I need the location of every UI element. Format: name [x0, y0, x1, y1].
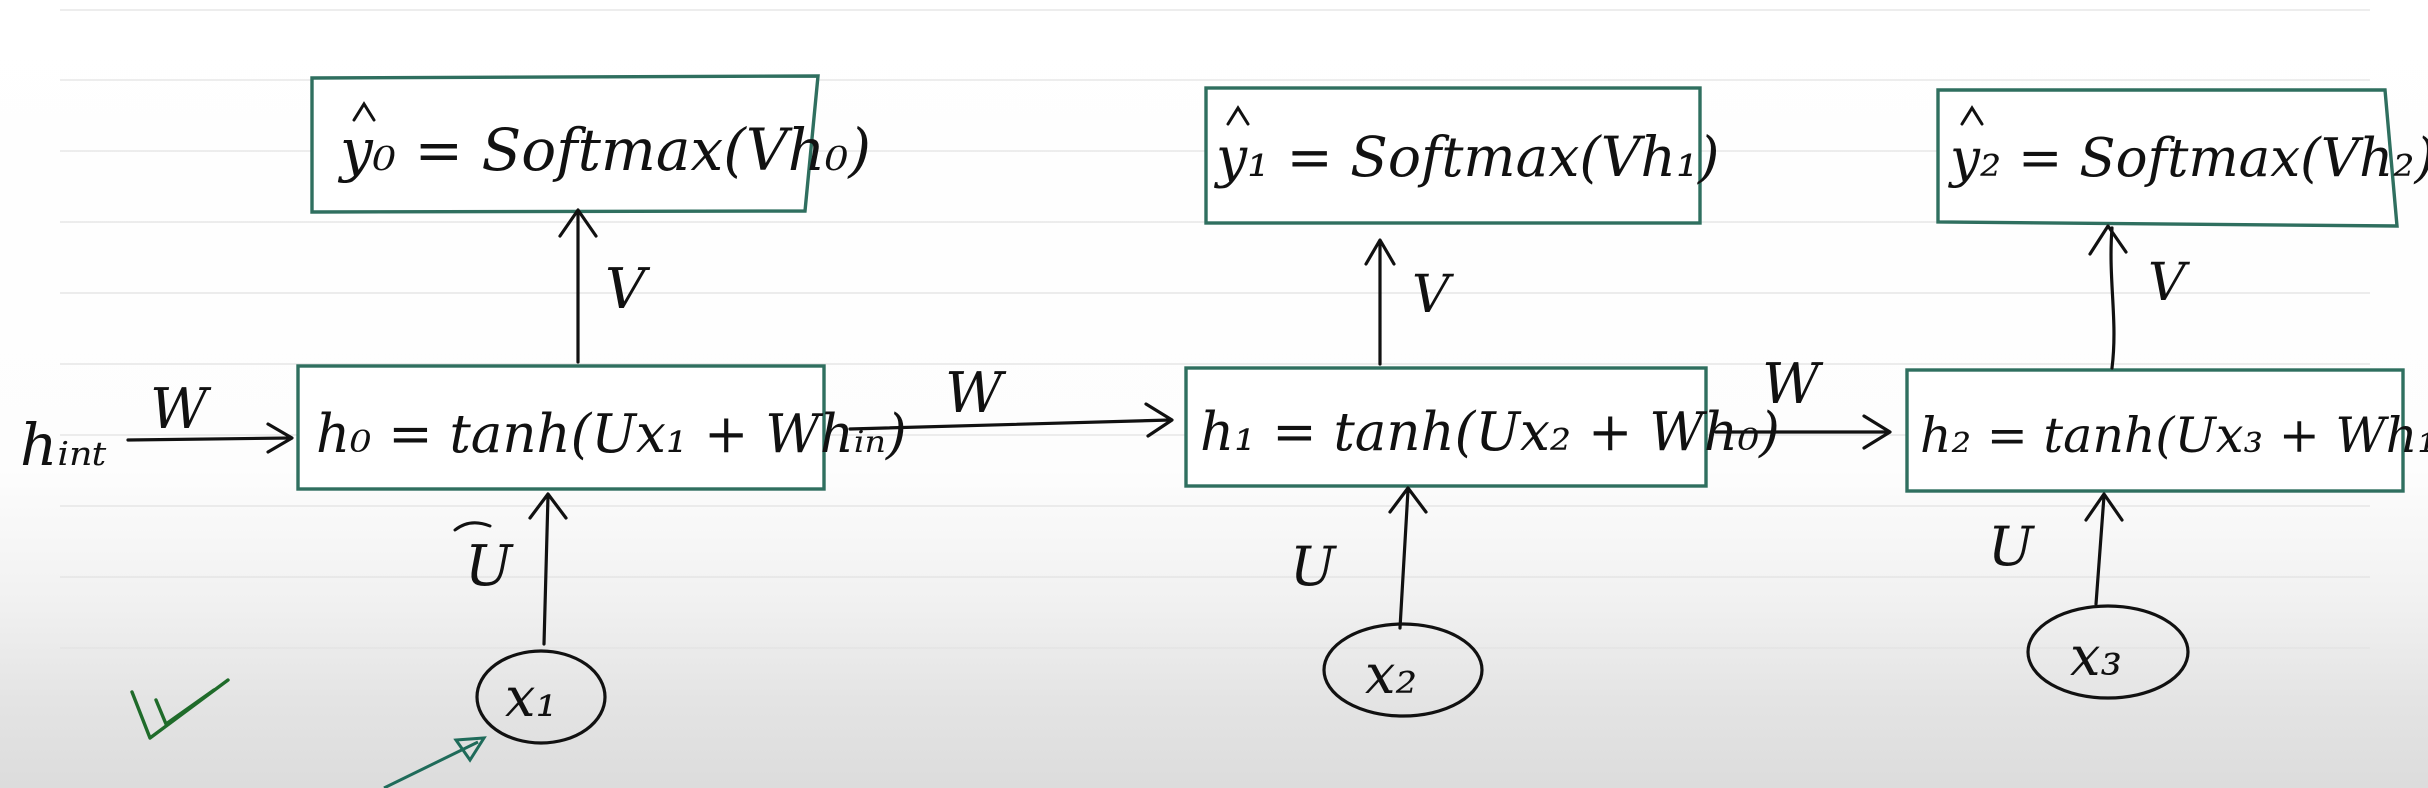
output-box-1: y₁ = Softmax(Vh₁)	[1204, 86, 1720, 225]
hidden-box-1: h₁ = tanh(Ux₂ + Wh₀)	[1184, 366, 1780, 488]
v-arrow-1: V	[1364, 238, 1454, 366]
hat-mark	[352, 101, 376, 122]
input-node-2: x₃	[2026, 604, 2190, 700]
checkmark-annotation	[130, 678, 230, 740]
u-arrow-2: U	[1988, 492, 2124, 606]
output-formula-1: y₁ = Softmax(Vh₁)	[1213, 125, 1720, 189]
output-formula-0: y₀ = Softmax(Vh₀)	[337, 116, 871, 184]
output-box-2: y₂ = Softmax(Vh₂)	[1936, 88, 2428, 228]
v-arrow-0: V	[558, 208, 651, 364]
input-label-0: x₁	[505, 666, 557, 729]
u-weight-label: U	[465, 534, 514, 599]
hidden-formula-1: h₁ = tanh(Ux₂ + Wh₀)	[1200, 402, 1780, 463]
hidden-box-0: h₀ = tanh(Ux₁ + Whᵢₙ)	[296, 364, 907, 491]
initial-hidden-state-label: hᵢₙₜ	[20, 411, 107, 479]
w-weight-label: W	[945, 361, 1007, 426]
u-weight-label: U	[1290, 535, 1337, 598]
w-weight-label: W	[150, 377, 212, 442]
hat-mark	[1960, 105, 1984, 126]
u-arrow-1: U	[1290, 486, 1428, 630]
v-arrow-2: V	[2088, 224, 2190, 370]
u-weight-label: U	[1988, 515, 2035, 578]
pointer-arrow	[383, 736, 487, 788]
input-node-1: x₂	[1322, 622, 1484, 718]
w-arrow-1-2: W	[1714, 352, 1892, 450]
input-label-2: x₃	[2070, 625, 2122, 688]
output-box-0: y₀ = Softmax(Vh₀)	[310, 74, 871, 214]
w-arrow-0-1: W	[848, 361, 1174, 438]
input-node-0: x₁	[475, 649, 607, 745]
hidden-formula-0: h₀ = tanh(Ux₁ + Whᵢₙ)	[316, 404, 907, 465]
input-label-1: x₂	[1365, 643, 1417, 706]
hidden-box-2: h₂ = tanh(Ux₃ + Wh₁)	[1905, 368, 2428, 493]
output-formula-2: y₂ = Softmax(Vh₂)	[1948, 128, 2428, 189]
v-weight-label: V	[605, 257, 651, 322]
breve-mark	[453, 521, 492, 532]
w-weight-label: W	[1762, 352, 1824, 417]
hat-mark	[1226, 105, 1250, 126]
u-arrow-0: U	[453, 492, 568, 646]
w-arrow-init: W	[126, 377, 294, 454]
v-weight-label: V	[2148, 253, 2190, 313]
v-weight-label: V	[1412, 265, 1454, 325]
hidden-formula-2: h₂ = tanh(Ux₃ + Wh₁)	[1920, 407, 2428, 464]
